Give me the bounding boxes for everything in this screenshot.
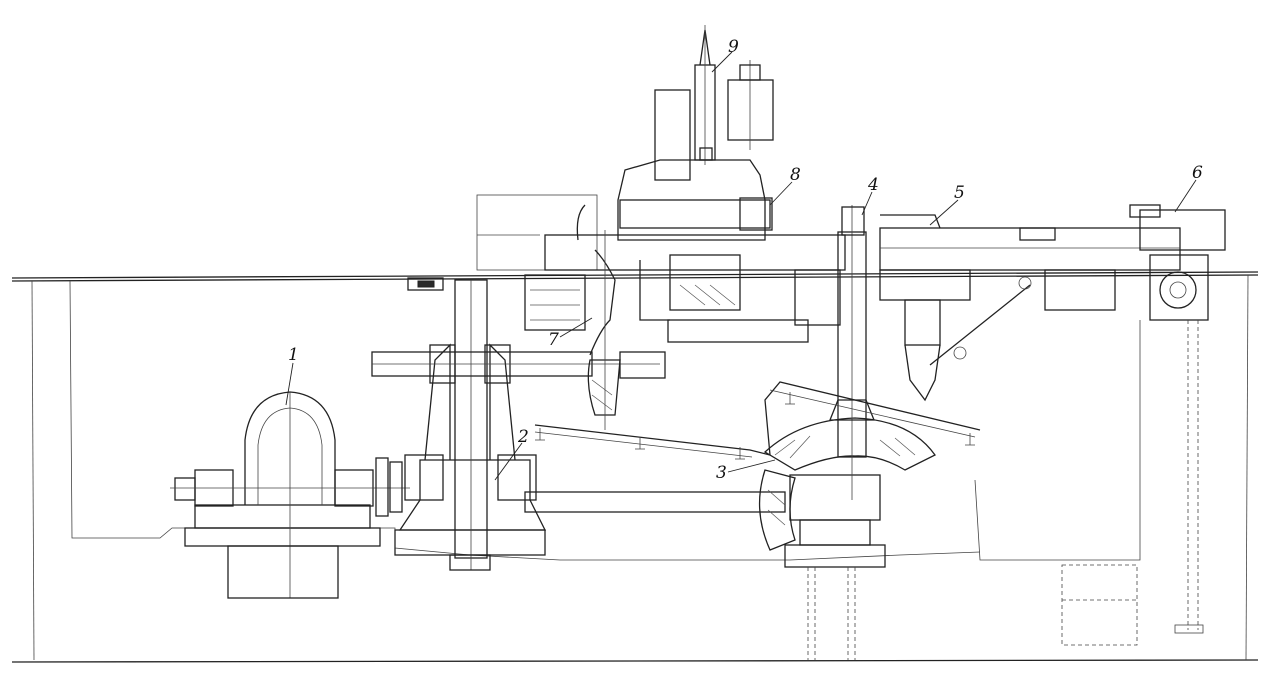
lower-bevel-wheel [587,230,666,430]
horizontal-arm [879,214,1181,271]
end-fitting [1129,204,1226,634]
coupling [375,457,403,517]
electric-motor [170,391,410,599]
callout-leaders [285,51,1197,481]
floor-fixture [407,277,444,291]
callout-3: 3 [716,463,727,483]
callout-7: 7 [548,330,559,350]
callout-8: 8 [790,165,801,185]
drive-shaft [371,351,786,513]
floor-lines [11,271,1259,663]
callout-2: 2 [517,427,529,447]
right-dashed-box [1061,564,1138,646]
nozzle-linkage [879,269,1116,402]
gear-reducer [394,279,547,571]
callout-4: 4 [867,175,879,195]
callout-1: 1 [288,345,299,365]
top-valve-assembly [654,25,774,181]
upper-frame [476,194,846,343]
callout-6: 6 [1192,163,1203,183]
inclined-chute [534,381,981,460]
gear-housing [576,159,773,311]
bevel-gear-pair [758,417,936,660]
callout-9: 9 [728,37,739,57]
callout-5: 5 [954,183,965,203]
vertical-spindle [829,205,875,500]
